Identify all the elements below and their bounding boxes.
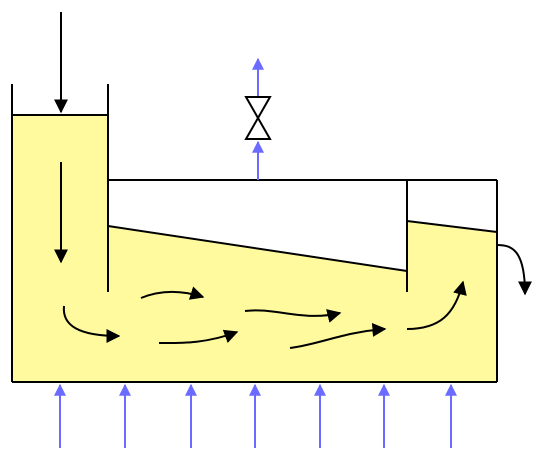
gas-inlets — [54, 383, 457, 448]
flow-arrow-icon — [289, 322, 387, 349]
gas-outlet — [244, 57, 272, 180]
flow-arrow-icon — [62, 305, 121, 343]
flow-arrow-icon — [406, 280, 467, 330]
flow-arrows — [62, 280, 467, 349]
flow-arrow-icon — [158, 329, 239, 345]
vessel-outline — [11, 84, 498, 383]
valve-icon — [244, 96, 272, 140]
outlet-arrow-icon — [496, 244, 532, 296]
flow-arrow-icon — [244, 309, 342, 323]
flow-arrow-icon — [140, 286, 205, 300]
